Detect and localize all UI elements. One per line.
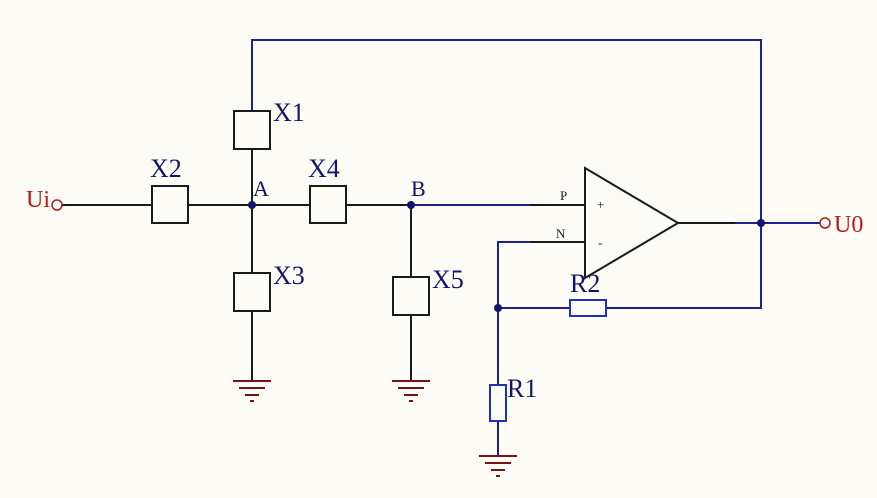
- label-pin-n: N: [556, 226, 566, 241]
- wire-n-to-junction: [497, 241, 530, 308]
- junction-feedback: [494, 304, 502, 312]
- junction-output: [757, 219, 765, 227]
- wire-r2-to-output: [606, 223, 762, 309]
- output-terminal: [819, 217, 831, 229]
- wire-feedback-top: [251, 39, 762, 223]
- input-terminal: [51, 199, 63, 211]
- ground-symbol-x3: [233, 380, 271, 402]
- label-x2: X2: [150, 154, 182, 183]
- impedance-x2: [151, 185, 189, 224]
- impedance-x3: [233, 272, 271, 312]
- label-r2: R2: [570, 269, 600, 298]
- resistor-r1: [489, 384, 507, 422]
- label-x5: X5: [432, 265, 464, 294]
- label-input: Ui: [26, 187, 50, 213]
- impedance-x5: [392, 276, 430, 316]
- label-minus: -: [598, 235, 602, 250]
- junction-b: [407, 201, 415, 209]
- label-r1: R1: [507, 374, 537, 403]
- ground-symbol-r1: [479, 455, 517, 477]
- label-plus: +: [597, 197, 604, 212]
- junction-a: [248, 201, 256, 209]
- label-x3: X3: [273, 261, 305, 290]
- resistor-r2: [569, 299, 607, 317]
- label-output: U0: [834, 212, 863, 238]
- blue-wires: [251, 39, 820, 455]
- black-wires: [62, 149, 735, 380]
- label-node-a: A: [253, 176, 269, 201]
- opamp-triangle: [584, 166, 680, 280]
- impedance-x1: [233, 110, 271, 150]
- impedance-x4: [309, 185, 347, 224]
- ground-symbol-x5: [392, 380, 430, 402]
- label-node-b: B: [411, 176, 426, 201]
- label-x1: X1: [273, 98, 305, 127]
- label-x4: X4: [308, 154, 340, 183]
- label-pin-p: P: [560, 188, 567, 203]
